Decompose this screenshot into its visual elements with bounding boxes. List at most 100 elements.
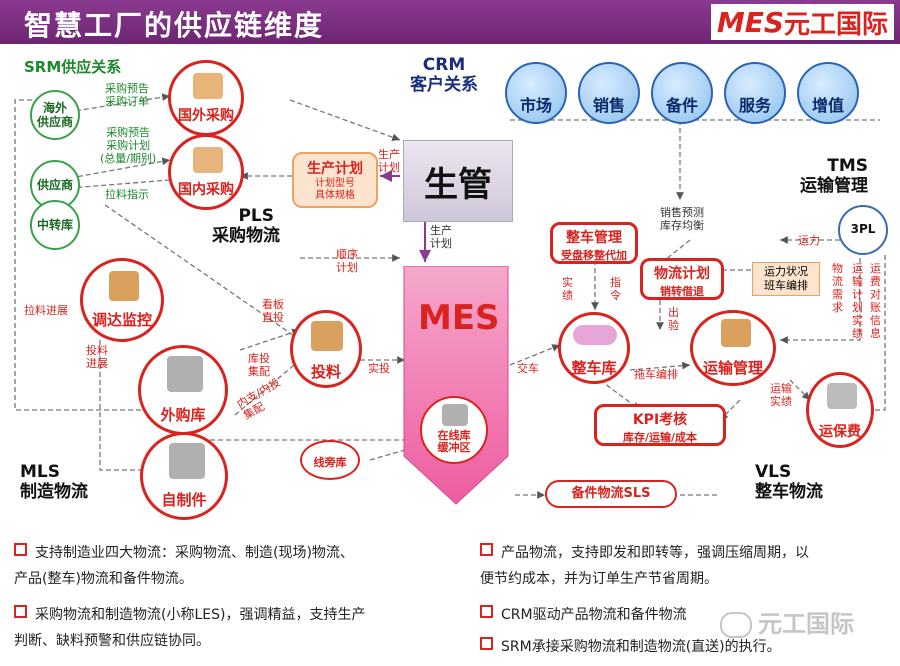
logo-company: 元工国际 xyxy=(783,9,888,40)
crm-label-line1: CRM xyxy=(422,55,466,75)
transport-management-node: 运输管理 xyxy=(690,310,776,386)
bullet-left-1: 支持制造业四大物流：采购物流、制造(现场)物流、 产品(整车)物流和备件物流。 xyxy=(14,540,454,592)
spare-parts-logistics-box: 备件物流SLS xyxy=(545,480,677,508)
self-made-node: 自制件 xyxy=(140,432,228,520)
dispatch-monitor-node: 调达监控 xyxy=(80,258,164,342)
flow-capacity: 运力 xyxy=(798,234,820,247)
flow-sequence-plan: 顺序 计划 xyxy=(336,248,358,274)
flow-pull-progress: 拉料进展 xyxy=(24,304,68,317)
crm-label: CRM 客户关系 xyxy=(410,55,478,95)
logistics-plan-sub: 销转借退 xyxy=(660,285,704,298)
bullet-square-icon xyxy=(480,637,493,650)
production-plan-sub: 计划型号 具体规格 xyxy=(315,178,355,201)
3pl-label: 3PL xyxy=(850,222,876,236)
boxes-icon xyxy=(109,271,139,301)
bullet-right-1-text: 产品物流，支持即发和即转等，强调压缩周期，以 便节约成本，并为订单生产节省周期。 xyxy=(480,545,809,587)
flow-transport-actual: 运输 实绩 xyxy=(770,382,792,408)
flow-feeding-progress: 投料 进展 xyxy=(86,344,108,370)
flow-instruct: 指 令 xyxy=(610,276,621,302)
production-plan-title: 生产计划 xyxy=(307,161,363,177)
vehicle-management-box: 整车管理 受盘移整代加 xyxy=(550,222,638,264)
pull-instruction-label: 拉料指示 xyxy=(105,188,149,201)
flow-prod-to-mes: 生产 计划 xyxy=(430,224,452,250)
page-title: 智慧工厂的供应链维度 xyxy=(24,9,325,42)
boxes-icon xyxy=(311,321,343,351)
line-store-label: 线旁库 xyxy=(313,456,347,469)
flow-dispatch: 出 验 xyxy=(668,306,679,332)
tms-label-line2: 运输管理 xyxy=(800,176,868,196)
vls-label-line1: VLS xyxy=(755,462,792,482)
logo-brand: MES xyxy=(716,5,784,39)
crm-spare-parts: 备件 xyxy=(651,62,713,124)
bullet-right-1: 产品物流，支持即发和即转等，强调压缩周期，以 便节约成本，并为订单生产节省周期。 xyxy=(480,540,896,592)
bullet-left-1-text: 支持制造业四大物流：采购物流、制造(现场)物流、 产品(整车)物流和备件物流。 xyxy=(14,545,354,587)
worker-icon xyxy=(721,319,751,347)
header-bar: 智慧工厂的供应链维度 MES 元工国际 xyxy=(0,0,900,44)
external-store-label: 外购库 xyxy=(160,406,206,424)
bullet-square-icon xyxy=(14,543,27,556)
flow-actual-feed: 实投 xyxy=(368,362,390,375)
feeding-node: 投料 xyxy=(290,310,362,388)
worker-icon xyxy=(193,147,223,173)
3pl-node: 3PL xyxy=(838,205,888,255)
watermark: 元工国际 xyxy=(720,604,854,639)
pls-label-line1: PLS xyxy=(238,206,274,226)
overseas-flow-label: 采购预告 采购订单 xyxy=(105,82,149,108)
bullet-left-2-text: 采购物流和制造物流(小称LES)，强调精益，支持生产 判断、缺料预警和供应链协同… xyxy=(14,607,366,649)
flow-deliver-vehicle: 交车 xyxy=(517,362,539,375)
mls-label-line2: 制造物流 xyxy=(20,482,88,502)
bullet-square-icon xyxy=(480,605,493,618)
cubes-icon xyxy=(169,443,205,479)
flow-prod-plan-to-prod: 生产 计划 xyxy=(378,148,400,174)
pls-label: PLS 采购物流 xyxy=(212,206,280,246)
external-store-node: 外购库 xyxy=(138,345,228,435)
flow-kanban: 看板 直投 xyxy=(262,298,284,324)
bullet-right-2-text: CRM驱动产品物流和备件物流 xyxy=(501,607,687,623)
money-icon xyxy=(827,383,857,409)
kpi-title: KPI考核 xyxy=(632,412,688,428)
overseas-purchase-node: 国外采购 xyxy=(168,60,244,136)
vehicle-management-title: 整车管理 xyxy=(566,230,622,246)
tms-label: TMS 运输管理 xyxy=(800,156,868,196)
kpi-box: KPI考核 库存/运输/成本 xyxy=(594,404,726,446)
crm-sales: 销售 xyxy=(578,62,640,124)
kpi-sub: 库存/运输/成本 xyxy=(622,431,698,444)
bullet-right-2: CRM驱动产品物流和备件物流 xyxy=(480,602,896,628)
company-logo: MES 元工国际 xyxy=(710,4,894,40)
domestic-purchase-label: 国内采购 xyxy=(178,182,234,198)
mls-label: MLS 制造物流 xyxy=(20,462,88,502)
bullet-right-3-text: SRM承接采购物流和制造物流(直送)的执行。 xyxy=(501,639,781,655)
crm-market: 市场 xyxy=(505,62,567,124)
flow-sales-forecast: 销售预测 库存均衡 xyxy=(660,206,704,232)
transport-management-label: 运输管理 xyxy=(702,359,763,377)
watermark-text: 元工国际 xyxy=(758,610,854,638)
transport-status-box: 运力状况 班车编排 xyxy=(752,262,820,296)
mes-label: MES xyxy=(418,298,500,338)
vls-label: VLS 整车物流 xyxy=(755,462,823,502)
feeding-label: 投料 xyxy=(310,363,341,381)
crm-service: 服务 xyxy=(724,62,786,124)
logistics-plan-title: 物流计划 xyxy=(654,266,710,282)
self-made-label: 自制件 xyxy=(161,491,207,509)
vehicle-store-label: 整车库 xyxy=(571,359,617,377)
vehicle-management-sub: 受盘移整代加 xyxy=(561,249,627,262)
vehicle-store-node: 整车库 xyxy=(558,312,630,384)
tms-label-line1: TMS xyxy=(827,156,868,176)
crm-label-line2: 客户关系 xyxy=(410,75,478,95)
wechat-icon xyxy=(720,612,752,638)
bullet-left-2: 采购物流和制造物流(小称LES)，强调精益，支持生产 判断、缺料预警和供应链协同… xyxy=(14,602,454,654)
flow-transport-plan: 运输计划 实绩 xyxy=(852,262,863,340)
production-plan-box: 生产计划 计划型号 具体规格 xyxy=(292,152,378,208)
transfer-warehouse: 中转库 xyxy=(30,200,80,250)
pls-label-line2: 采购物流 xyxy=(212,226,280,246)
flow-warehouse-feed: 库投 集配 xyxy=(248,352,270,378)
freight-fee-label: 运保费 xyxy=(819,424,861,440)
flow-freight-info: 运费 对账 信息 xyxy=(870,262,881,340)
cubes-icon xyxy=(442,404,468,426)
cubes-icon xyxy=(167,356,203,392)
crm-value-added: 增值 xyxy=(797,62,859,124)
flow-actual: 实 绩 xyxy=(562,276,573,302)
logistics-plan-box: 物流计划 销转借退 xyxy=(640,258,724,300)
srm-label: SRM供应关系 xyxy=(24,58,122,76)
bullet-right-3: SRM承接采购物流和制造物流(直送)的执行。 xyxy=(480,634,896,660)
